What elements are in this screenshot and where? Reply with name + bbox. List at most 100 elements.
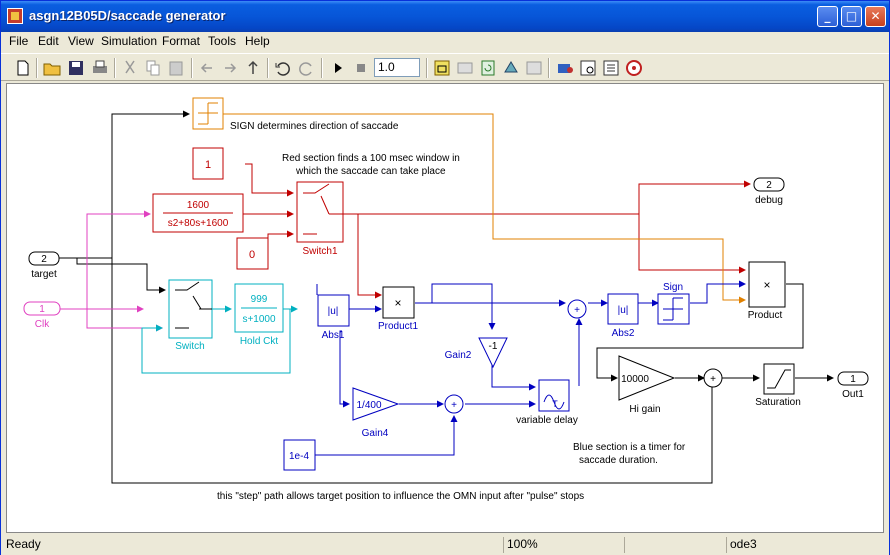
svg-text:Abs1: Abs1	[322, 330, 345, 341]
switch1-block[interactable]: Switch1	[296, 181, 344, 257]
constant-zero-block[interactable]: 0	[236, 237, 269, 270]
red-note-line1: Red section finds a 100 msec window in	[282, 153, 460, 164]
svg-text:Gain2: Gain2	[445, 350, 472, 361]
status-bar: Ready 100% ode3	[1, 535, 889, 555]
variable-delay-block[interactable]: T variable delay	[516, 379, 578, 426]
menu-simulation[interactable]: Simulation	[101, 34, 158, 48]
svg-text:Hi gain: Hi gain	[629, 404, 660, 415]
block-diagram: SIGN determines direction of saccade Red…	[23, 97, 869, 502]
hi-gain-block[interactable]: 10000 Hi gain	[618, 355, 676, 415]
clk-inport[interactable]: 1 Clk	[23, 301, 61, 330]
svg-text:debug: debug	[755, 195, 783, 206]
status-solver: ode3	[726, 537, 757, 553]
svg-text:target: target	[31, 269, 57, 280]
up-arrow-icon[interactable]	[243, 58, 263, 78]
model-browser-icon[interactable]	[524, 58, 544, 78]
menu-tools[interactable]: Tools	[208, 34, 237, 48]
hold-circuit-block[interactable]: 999 s+1000 Hold Ckt	[234, 283, 284, 347]
model-canvas[interactable]: SIGN determines direction of saccade Red…	[6, 83, 884, 533]
back-arrow-icon[interactable]	[197, 58, 217, 78]
cut-icon[interactable]	[120, 58, 140, 78]
close-button[interactable]: ✕	[865, 6, 886, 27]
svg-text:2: 2	[766, 180, 772, 191]
toolbar: 1.0	[1, 53, 889, 81]
product1-block[interactable]: × Product1	[378, 286, 418, 332]
undo-icon[interactable]	[273, 58, 293, 78]
saturation-block[interactable]: Saturation	[755, 363, 801, 408]
build-model-icon[interactable]	[455, 58, 475, 78]
sign-direction-block[interactable]	[192, 97, 224, 130]
step-note: this "step" path allows target position …	[217, 491, 584, 502]
sum1-block[interactable]: +	[567, 299, 587, 319]
svg-text:0: 0	[249, 249, 255, 261]
maximize-button[interactable]: □	[841, 6, 862, 27]
gain2-block[interactable]: -1 Gain2	[445, 337, 508, 369]
abs2-block[interactable]: |u| Abs2	[607, 293, 639, 339]
svg-text:Saturation: Saturation	[755, 397, 801, 408]
svg-text:Switch: Switch	[175, 341, 204, 352]
menu-edit[interactable]: Edit	[38, 34, 59, 48]
forward-arrow-icon[interactable]	[220, 58, 240, 78]
abs1-block[interactable]: |u| Abs1	[317, 294, 350, 341]
menu-view[interactable]: View	[68, 34, 94, 48]
svg-text:Hold Ckt: Hold Ckt	[240, 336, 279, 347]
title-bar[interactable]: asgn12B05D/saccade generator _ □ ✕	[1, 1, 889, 32]
svg-text:Switch1: Switch1	[302, 246, 337, 257]
properties-icon[interactable]	[601, 58, 621, 78]
svg-text:Product: Product	[748, 310, 783, 321]
red-note-line2: which the saccade can take place	[295, 166, 446, 177]
update-diagram-icon[interactable]	[432, 58, 452, 78]
sign-block[interactable]: Sign	[657, 282, 690, 325]
refresh-icon[interactable]	[478, 58, 498, 78]
menu-bar: File Edit View Simulation Format Tools H…	[1, 32, 889, 52]
sum3-block[interactable]: +	[703, 368, 723, 388]
model-explorer-icon[interactable]	[578, 58, 598, 78]
svg-text:Sign: Sign	[663, 282, 683, 293]
minimize-button[interactable]: _	[817, 6, 838, 27]
debug-outport[interactable]: 2 debug	[753, 177, 785, 206]
save-icon[interactable]	[66, 58, 86, 78]
out1-outport[interactable]: 1 Out1	[837, 371, 869, 400]
help-wheel-icon[interactable]	[624, 58, 644, 78]
simulink-app-icon	[7, 8, 23, 24]
debugger-icon[interactable]	[555, 58, 575, 78]
new-model-icon[interactable]	[13, 58, 33, 78]
svg-text:+: +	[451, 400, 457, 411]
print-icon[interactable]	[90, 58, 110, 78]
start-simulation-icon[interactable]	[328, 58, 348, 78]
menu-file[interactable]: File	[9, 34, 29, 48]
window-title: asgn12B05D/saccade generator	[29, 8, 226, 23]
switch-block[interactable]: Switch	[168, 279, 213, 352]
redo-icon[interactable]	[296, 58, 316, 78]
svg-text:variable delay: variable delay	[516, 415, 578, 426]
open-folder-icon[interactable]	[42, 58, 62, 78]
svg-text:s2+80s+1600: s2+80s+1600	[168, 218, 229, 229]
stop-time-field[interactable]: 1.0	[374, 58, 420, 77]
paste-icon[interactable]	[166, 58, 186, 78]
constant-1e-4-block[interactable]: 1e-4	[283, 439, 316, 471]
status-zoom: 100%	[503, 537, 538, 553]
transfer-function-block[interactable]: 1600 s2+80s+1600	[152, 193, 244, 233]
svg-text:999: 999	[251, 294, 268, 305]
copy-icon[interactable]	[143, 58, 163, 78]
blue-note-line1: Blue section is a timer for	[573, 442, 686, 453]
svg-text:Out1: Out1	[842, 389, 864, 400]
svg-text:|u|: |u|	[618, 305, 629, 316]
constant-one-block[interactable]: 1	[192, 147, 224, 180]
stop-simulation-icon[interactable]	[351, 58, 371, 78]
svg-text:-1: -1	[489, 341, 498, 352]
svg-text:2: 2	[41, 254, 47, 265]
menu-help[interactable]: Help	[245, 34, 270, 48]
library-browser-icon[interactable]	[501, 58, 521, 78]
svg-text:1e-4: 1e-4	[289, 451, 309, 462]
product-block[interactable]: × Product	[748, 261, 786, 321]
sum2-block[interactable]: +	[444, 394, 464, 414]
target-inport[interactable]: 2 target	[28, 251, 60, 280]
gain4-block[interactable]: 1/400 Gain4	[352, 387, 400, 439]
svg-text:s+1000: s+1000	[242, 314, 276, 325]
svg-text:Product1: Product1	[378, 321, 418, 332]
svg-text:1/400: 1/400	[356, 400, 381, 411]
status-empty	[624, 537, 628, 553]
svg-text:Abs2: Abs2	[612, 328, 635, 339]
menu-format[interactable]: Format	[162, 34, 201, 48]
